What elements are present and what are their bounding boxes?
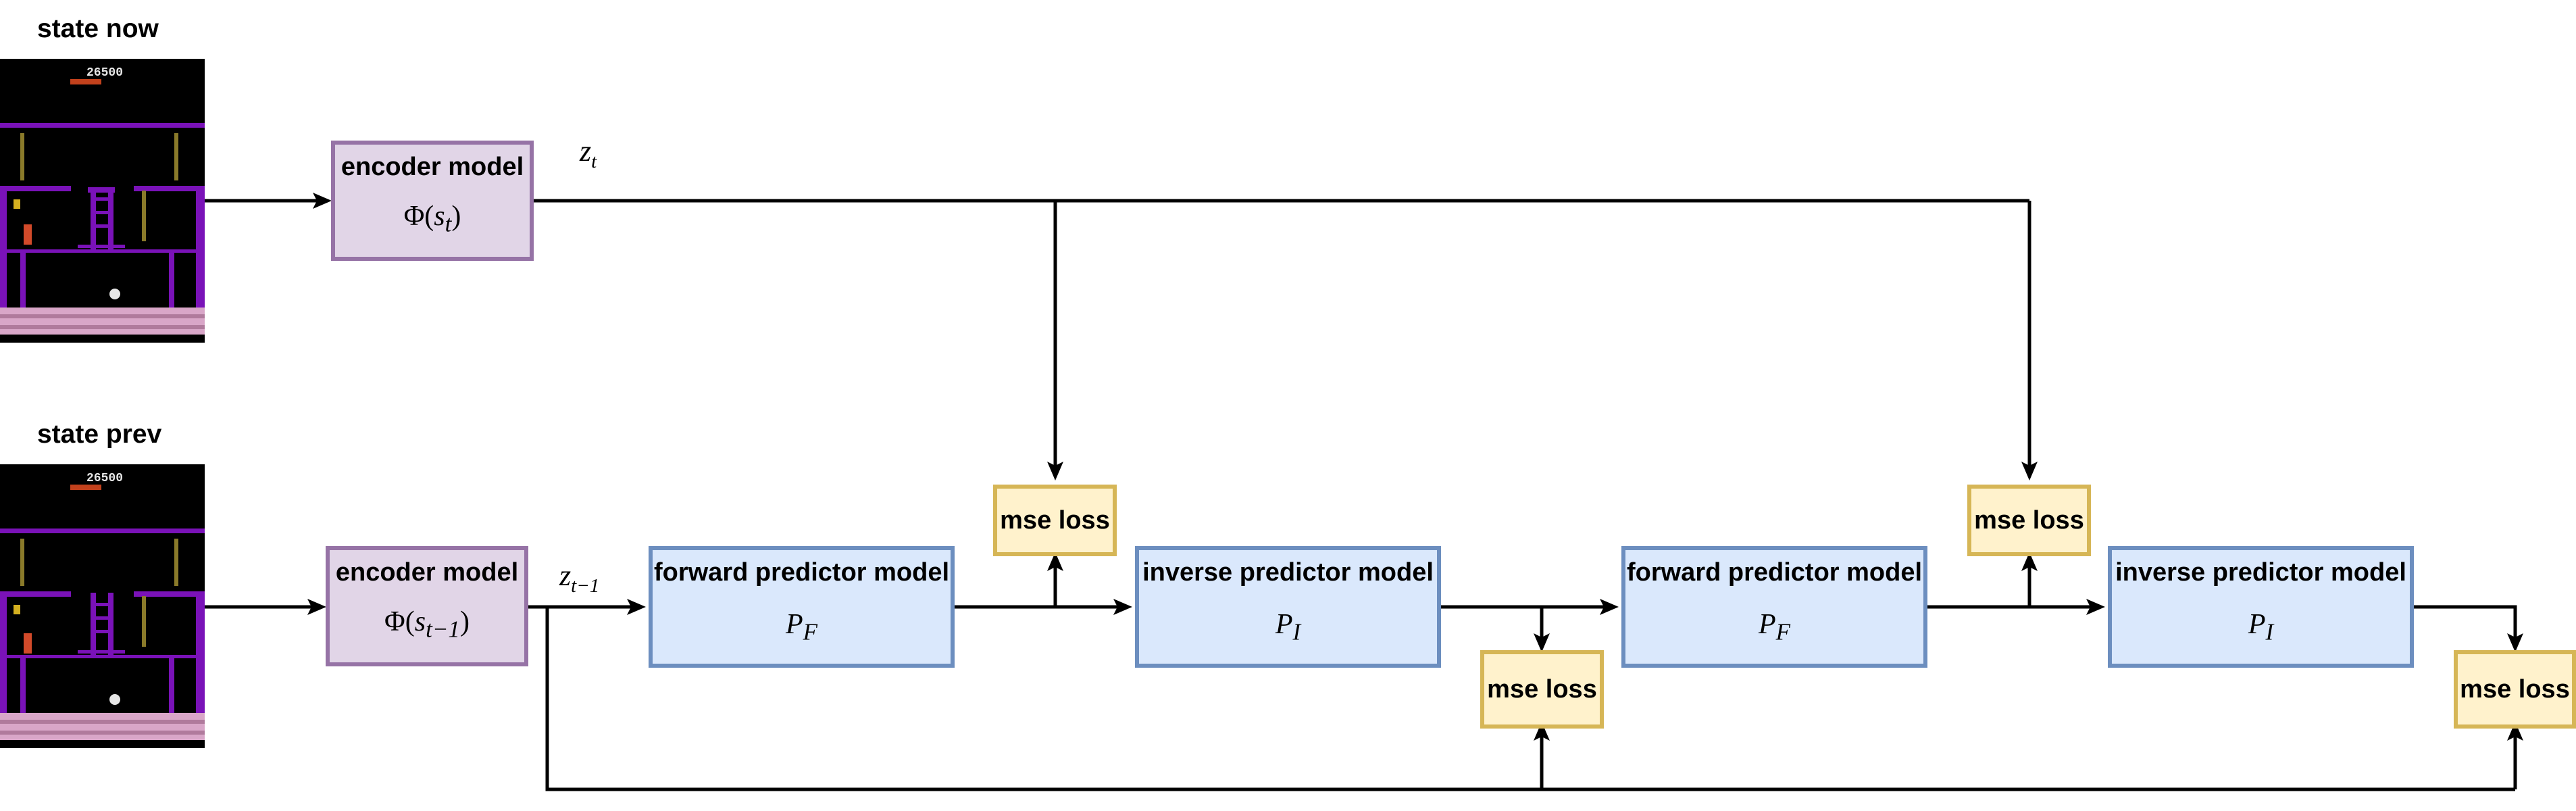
mse-loss-label: mse loss <box>1487 674 1597 704</box>
predictor-symbol: PI <box>2248 609 2274 645</box>
score-text: 26500 <box>86 472 123 485</box>
arrowhead <box>1047 462 1063 481</box>
arrowhead <box>2507 722 2523 741</box>
arrowhead <box>1047 552 1063 571</box>
mse-loss-1: mse loss <box>993 485 1117 556</box>
arrowhead <box>2021 462 2038 481</box>
state-prev-label: state prev <box>37 420 162 449</box>
encoder-model-now: encoder model Φ(st) <box>331 141 534 261</box>
arrowhead <box>627 599 646 615</box>
score-text: 26500 <box>86 66 123 80</box>
game-frame-prev: 26500 <box>0 472 205 740</box>
game-screen-now: 26500 <box>0 59 205 343</box>
arrowhead <box>2021 552 2038 571</box>
predictor-title: forward predictor model <box>653 558 950 587</box>
arrowhead <box>2507 633 2523 652</box>
mse-loss-3: mse loss <box>1967 485 2091 556</box>
arrowhead <box>307 599 326 615</box>
predictor-symbol: PF <box>785 609 818 645</box>
latent-z-prev-label: zt−1 <box>559 559 600 597</box>
inverse-predictor-model-1: inverse predictor model PI <box>1135 546 1441 668</box>
mse-loss-4: mse loss <box>2454 650 2576 729</box>
arrowhead <box>1534 722 1550 741</box>
arrowhead <box>1534 633 1550 652</box>
encoder-model-prev: encoder model Φ(st−1) <box>326 546 528 666</box>
state-now-label: state now <box>37 14 159 43</box>
line-z-prev-feedback <box>545 607 2515 791</box>
encoder-formula: Φ(st) <box>403 201 461 237</box>
predictor-title: inverse predictor model <box>1142 558 1434 587</box>
arrowhead <box>1113 599 1132 615</box>
arrowhead <box>2086 599 2105 615</box>
predictor-title: forward predictor model <box>1626 558 1923 587</box>
encoder-formula: Φ(st−1) <box>384 606 470 643</box>
arrowhead <box>313 193 332 209</box>
arrowhead <box>1600 599 1619 615</box>
encoder-title: encoder model <box>340 153 524 181</box>
arrow-inverse-2-to-mse-5 <box>2414 605 2517 642</box>
forward-predictor-model-1: forward predictor model PF <box>649 546 955 668</box>
game-frame-now: 26500 <box>0 66 205 335</box>
mse-loss-label: mse loss <box>2460 674 2570 704</box>
predictor-title: inverse predictor model <box>2115 558 2406 587</box>
mse-loss-2: mse loss <box>1480 650 1604 729</box>
forward-predictor-model-2: forward predictor model PF <box>1621 546 1927 668</box>
predictor-symbol: PI <box>1275 609 1301 645</box>
predictor-symbol: PF <box>1758 609 1791 645</box>
inverse-predictor-model-2: inverse predictor model PI <box>2108 546 2414 668</box>
mse-loss-label: mse loss <box>1974 506 2084 535</box>
latent-z-now-label: zt <box>580 134 597 172</box>
encoder-title: encoder model <box>335 558 519 587</box>
mse-loss-label: mse loss <box>1000 506 1110 535</box>
game-screen-prev: 26500 <box>0 464 205 748</box>
